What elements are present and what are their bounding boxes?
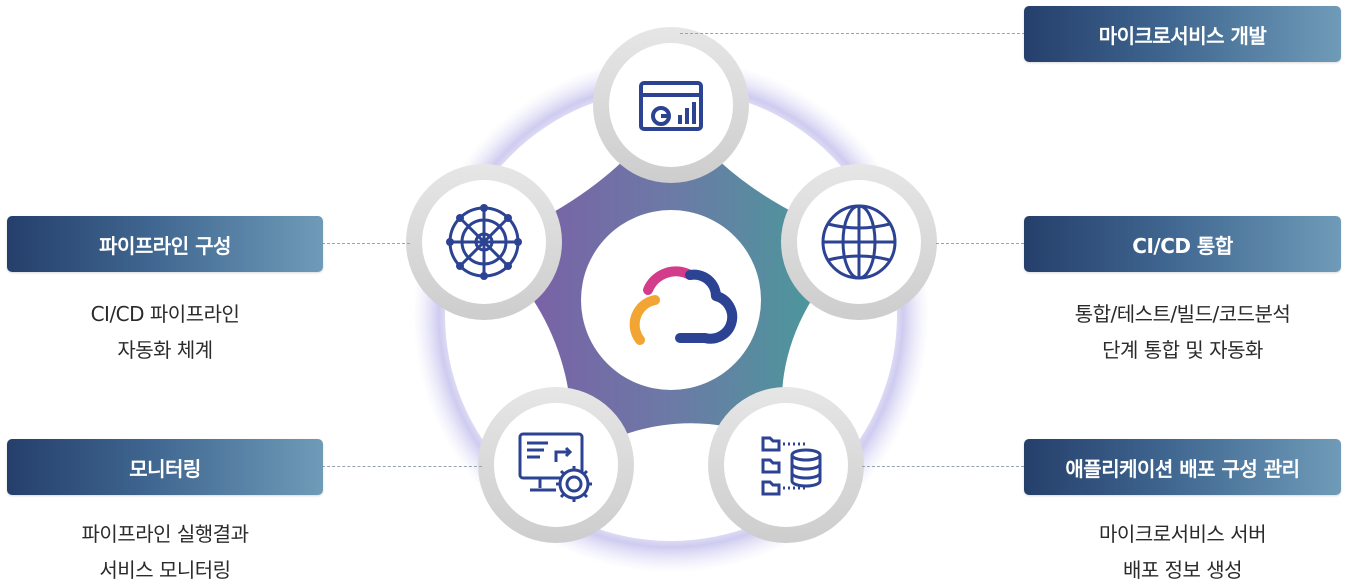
node-top[interactable] [593, 27, 749, 183]
connector-left-lower [322, 466, 482, 467]
desc-app-deploy-config: 마이크로서비스 서버 배포 정보 생성 [1024, 516, 1341, 588]
connector-right-upper [936, 243, 1024, 244]
node-lower-left[interactable] [478, 387, 634, 543]
label-monitoring[interactable]: 모니터링 [7, 439, 323, 495]
label-microservice-dev[interactable]: 마이크로서비스 개발 [1024, 6, 1341, 62]
connector-top-right [680, 33, 1025, 34]
desc-line: 파이프라인 실행결과 [81, 522, 249, 546]
desc-line: 서비스 모니터링 [99, 558, 231, 582]
label-cicd-integration[interactable]: CI/CD 통합 [1024, 216, 1341, 272]
dashboard-chart-icon [639, 81, 703, 131]
center-circle [581, 210, 761, 390]
network-wheel-icon [446, 204, 522, 280]
connector-left-upper [322, 243, 410, 244]
desc-cicd-integration: 통합/테스트/빌드/코드분석 단계 통합 및 자동화 [1024, 296, 1341, 368]
desc-line: CI/CD 파이프라인 [90, 302, 240, 326]
cloud-logo-icon [629, 266, 738, 345]
desc-monitoring: 파이프라인 실행결과 서비스 모니터링 [7, 516, 323, 588]
desc-line: 마이크로서비스 서버 [1099, 522, 1266, 546]
folders-database-icon [761, 436, 822, 496]
desc-line: 자동화 체계 [117, 338, 213, 362]
connector-right-lower [862, 466, 1024, 467]
label-app-deploy-config[interactable]: 애플리케이션 배포 구성 관리 [1024, 439, 1341, 495]
monitor-gear-icon [518, 432, 592, 502]
desc-line: 배포 정보 생성 [1122, 558, 1243, 582]
node-lower-right[interactable] [708, 387, 864, 543]
desc-line: 통합/테스트/빌드/코드분석 [1074, 302, 1291, 326]
desc-line: 단계 통합 및 자동화 [1102, 338, 1263, 362]
globe-icon [821, 204, 897, 280]
desc-pipeline-config: CI/CD 파이프라인 자동화 체계 [7, 296, 323, 368]
label-pipeline-config[interactable]: 파이프라인 구성 [7, 216, 323, 272]
